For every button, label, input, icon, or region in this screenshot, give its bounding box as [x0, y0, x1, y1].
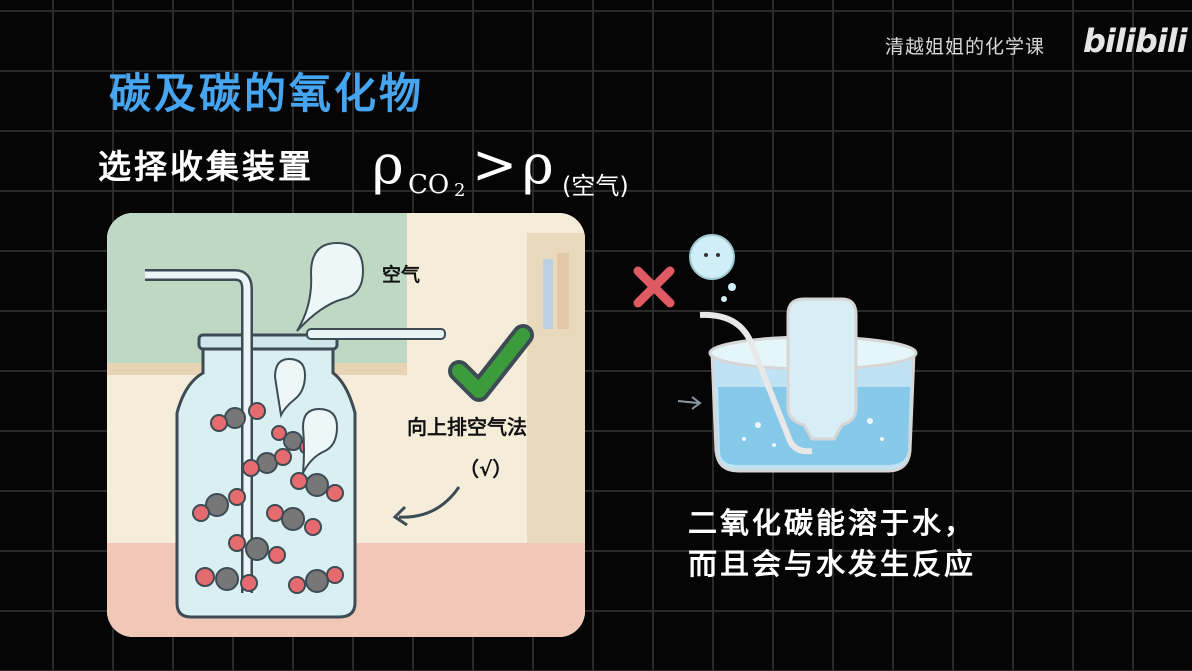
bilibili-logo: bilibili: [1083, 22, 1188, 60]
rho-symbol: ρ: [372, 133, 404, 196]
air-subscript: (空气): [562, 172, 629, 200]
subtitle: 选择收集装置: [98, 147, 314, 186]
method-label: 向上排空气法: [407, 415, 527, 439]
rho-symbol-air: ρ: [522, 133, 554, 196]
page-title: 碳及碳的氧化物: [109, 69, 425, 118]
water-method-conclusion: 二氧化碳能溶于水， 而且会与水发生反应: [688, 503, 976, 585]
density-formula: ρ CO 2 > ρ (空气): [372, 128, 672, 208]
collection-illustration: 空气 向上排空气法 （√）: [107, 213, 585, 637]
greater-than-sign: >: [472, 133, 518, 196]
co2-index: 2: [454, 180, 466, 201]
conclusion-line-1: 二氧化碳能溶于水，: [688, 506, 977, 540]
cross-icon: [633, 266, 675, 308]
co2-subscript: CO: [408, 170, 450, 200]
method-correct-mark: （√）: [459, 457, 513, 481]
channel-watermark: 清越姐姐的化学课: [885, 36, 1046, 58]
conclusion-line-2: 而且会与水发生反应: [688, 547, 977, 581]
water-collection-illustration: [633, 234, 918, 473]
air-label: 空气: [382, 264, 421, 286]
